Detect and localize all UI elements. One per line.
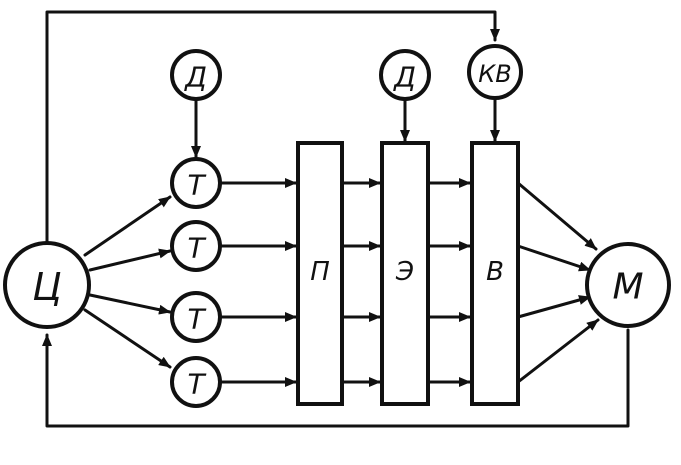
node-d1: Д bbox=[170, 49, 222, 101]
arrow-v-m-4 bbox=[516, 318, 600, 384]
arrow-c-t2 bbox=[88, 248, 172, 272]
block-p: П bbox=[296, 141, 344, 406]
block-v: В bbox=[470, 141, 520, 406]
arrow-v-m-2 bbox=[516, 244, 592, 272]
node-m: М bbox=[585, 242, 671, 328]
arrow-v-m-3 bbox=[516, 295, 592, 319]
bottom-feedback-line bbox=[42, 328, 630, 428]
block-e: Э bbox=[380, 141, 430, 406]
block-e-label: Э bbox=[395, 257, 414, 287]
node-c-label: Ц bbox=[32, 265, 62, 309]
node-t3-label: Т bbox=[187, 303, 206, 336]
node-t1: Т bbox=[170, 157, 222, 209]
node-t4-label: Т bbox=[187, 368, 206, 401]
arrow-c-t1 bbox=[83, 195, 172, 257]
node-t4: Т bbox=[170, 356, 222, 408]
node-t1-label: Т bbox=[187, 169, 206, 202]
node-m-label: М bbox=[612, 267, 643, 308]
node-kv-label: КВ bbox=[478, 60, 512, 88]
node-t2: Т bbox=[170, 220, 222, 272]
block-p-label: П bbox=[310, 257, 330, 287]
top-feedback-line bbox=[45, 10, 500, 252]
node-c: Ц bbox=[3, 241, 91, 329]
arrow-v-m-1 bbox=[516, 181, 598, 251]
node-t3: Т bbox=[170, 291, 222, 343]
node-d2-label: Д bbox=[392, 61, 416, 94]
arrow-c-t4 bbox=[83, 308, 172, 369]
arrow-c-t3 bbox=[88, 293, 172, 315]
node-d1-label: Д bbox=[183, 61, 207, 94]
block-v-label: В bbox=[486, 257, 504, 287]
node-d2: Д bbox=[379, 49, 431, 101]
node-t2-label: Т bbox=[187, 232, 206, 265]
node-kv: КВ bbox=[467, 44, 523, 100]
